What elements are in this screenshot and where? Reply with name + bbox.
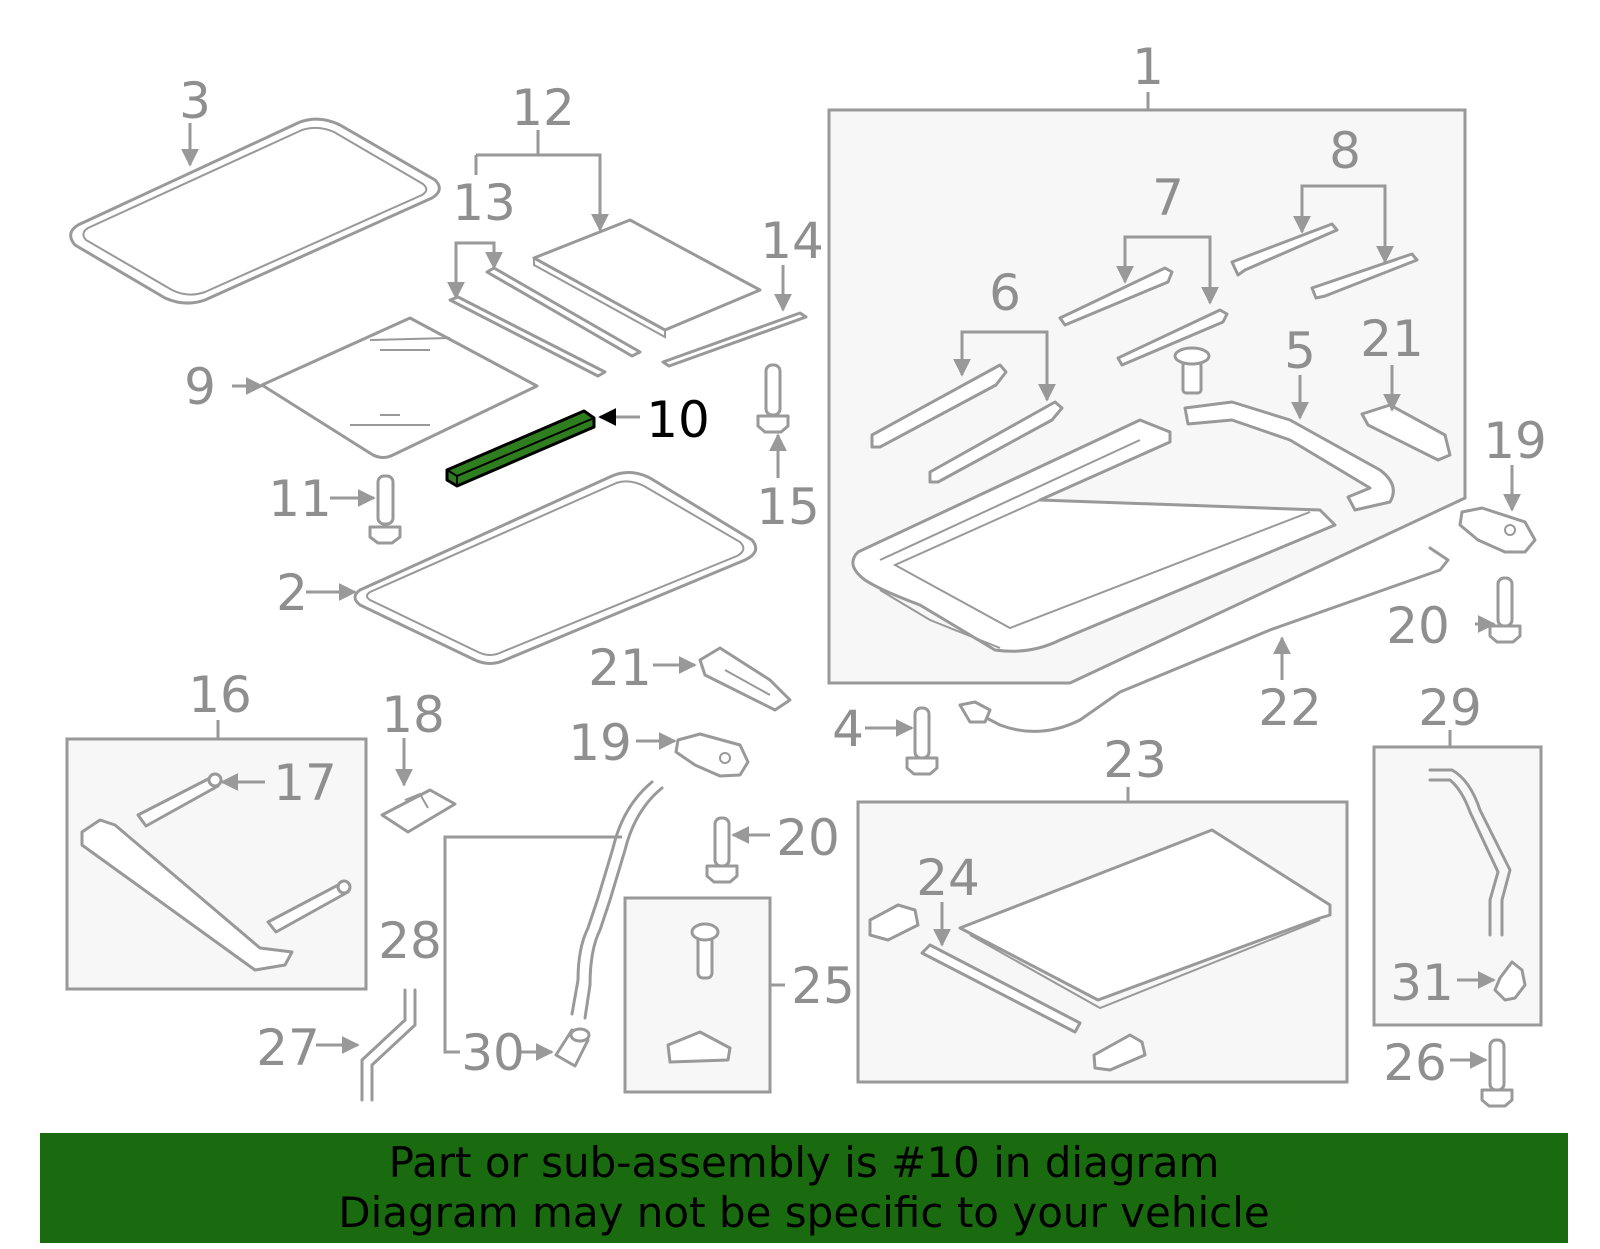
part-notice-banner: Part or sub-assembly is #10 in diagram D… [40, 1133, 1568, 1243]
part-22-drive-cable [958, 546, 1450, 733]
callout-14: 14 [760, 212, 824, 270]
sunshade-end-caps [868, 903, 1147, 1072]
part-31-grommet [1493, 960, 1527, 1002]
part-19-motor-right [1458, 506, 1537, 554]
callout-11: 11 [268, 470, 332, 528]
part-9-glass-panel [260, 316, 539, 459]
part-11-bolt [368, 474, 402, 545]
part-20-bolt-left [705, 816, 739, 884]
callout-21-right: 21 [1360, 310, 1424, 368]
part-23-sunshade-roller [958, 828, 1332, 1010]
part-26-bolt [1480, 1038, 1514, 1108]
part-16-front-trim [80, 818, 294, 972]
part-25-fasteners [666, 922, 732, 1064]
callout-29: 29 [1418, 679, 1482, 737]
part-19-motor-left [674, 732, 750, 778]
callout-8: 8 [1329, 122, 1361, 180]
callout-6: 6 [989, 264, 1021, 322]
callout-3: 3 [179, 72, 211, 130]
callout-19-left: 19 [568, 714, 632, 772]
part-30-hose-end [554, 1027, 591, 1068]
part-29-drain-hose-rear [1428, 768, 1512, 937]
callout-24: 24 [916, 849, 980, 907]
part-3-glass-weatherstrip [69, 117, 441, 305]
callout-26: 26 [1383, 1034, 1447, 1092]
part-10-highlighted-bar [445, 409, 596, 488]
callout-23: 23 [1103, 731, 1167, 789]
callout-7: 7 [1152, 169, 1184, 227]
callout-20-left: 20 [776, 809, 840, 867]
part-8-guide-rails [1230, 222, 1419, 300]
part-7-guide-rails [1058, 266, 1229, 367]
part-21-bracket-left [698, 646, 792, 712]
callout-1: 1 [1132, 38, 1164, 96]
callout-27: 27 [256, 1019, 320, 1077]
callout-17: 17 [273, 754, 337, 812]
callout-25: 25 [791, 957, 855, 1015]
part-28-drain-hose [570, 780, 664, 1020]
part-12-sunshade-panel [532, 218, 762, 339]
leader-lines [181, 92, 1521, 1069]
part-24-sunshade-rail [920, 943, 1082, 1034]
callout-labels: 1 2 3 4 5 6 7 8 9 10 11 12 13 14 15 16 1… [179, 38, 1547, 1092]
callout-15: 15 [756, 478, 820, 536]
part-15-bolt [756, 363, 790, 434]
part-14-deflector-strip [661, 311, 808, 368]
callout-16: 16 [188, 666, 252, 724]
sunroof-main-frame [851, 418, 1337, 653]
callout-9: 9 [184, 358, 216, 416]
banner-line-2: Diagram may not be specific to your vehi… [338, 1188, 1270, 1237]
callout-30: 30 [461, 1024, 525, 1082]
callout-10: 10 [646, 391, 710, 449]
callout-22: 22 [1258, 679, 1322, 737]
part-6-guide-rails [870, 363, 1064, 484]
callout-28: 28 [378, 912, 442, 970]
callout-2: 2 [276, 564, 308, 622]
part-5-rear-frame [1183, 400, 1395, 512]
part-20-bolt-right [1488, 576, 1522, 644]
callout-21-left: 21 [588, 639, 652, 697]
callout-5: 5 [1284, 322, 1316, 380]
banner-line-1: Part or sub-assembly is #10 in diagram [388, 1138, 1220, 1187]
part-18-clip [380, 788, 457, 834]
part-4-bolt [905, 706, 939, 776]
callout-13: 13 [452, 174, 516, 232]
callout-19-right: 19 [1483, 412, 1547, 470]
part-2-frame-weatherstrip [353, 471, 758, 665]
callout-18: 18 [381, 686, 445, 744]
callout-31: 31 [1390, 954, 1454, 1012]
part-17-rods [136, 772, 352, 934]
callout-12: 12 [511, 79, 575, 137]
callout-4: 4 [832, 700, 864, 758]
callout-20-right: 20 [1386, 597, 1450, 655]
pin-clip [1173, 346, 1211, 395]
part-27-hose [360, 988, 417, 1102]
